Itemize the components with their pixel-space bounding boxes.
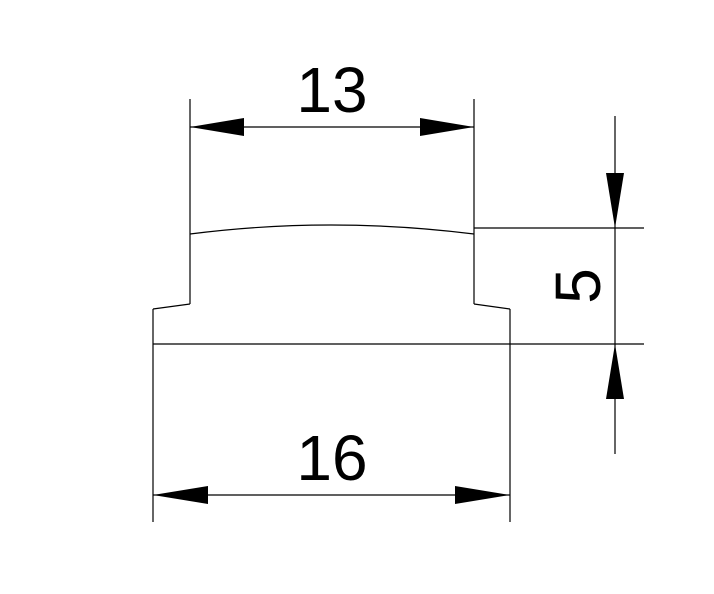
arrowhead-top-left (190, 118, 244, 136)
arrowhead-bottom-right (455, 486, 510, 504)
dimension-label-top-width: 13 (296, 54, 367, 126)
right-shoulder (473, 303, 511, 310)
part-profile (152, 224, 511, 345)
dimension-label-bottom-width: 16 (296, 422, 367, 494)
arrowhead-height-bottom (606, 344, 624, 399)
arrowhead-bottom-left (153, 486, 208, 504)
dimension-label-height: 5 (542, 268, 614, 304)
dimension-height: 5 (474, 116, 644, 454)
top-arc-edge (189, 224, 475, 235)
dimension-top-width: 13 (189, 54, 475, 234)
arrowhead-top-right (420, 118, 474, 136)
dimension-bottom-width: 16 (152, 344, 511, 522)
left-shoulder (152, 303, 191, 310)
arrowhead-height-top (606, 173, 624, 228)
